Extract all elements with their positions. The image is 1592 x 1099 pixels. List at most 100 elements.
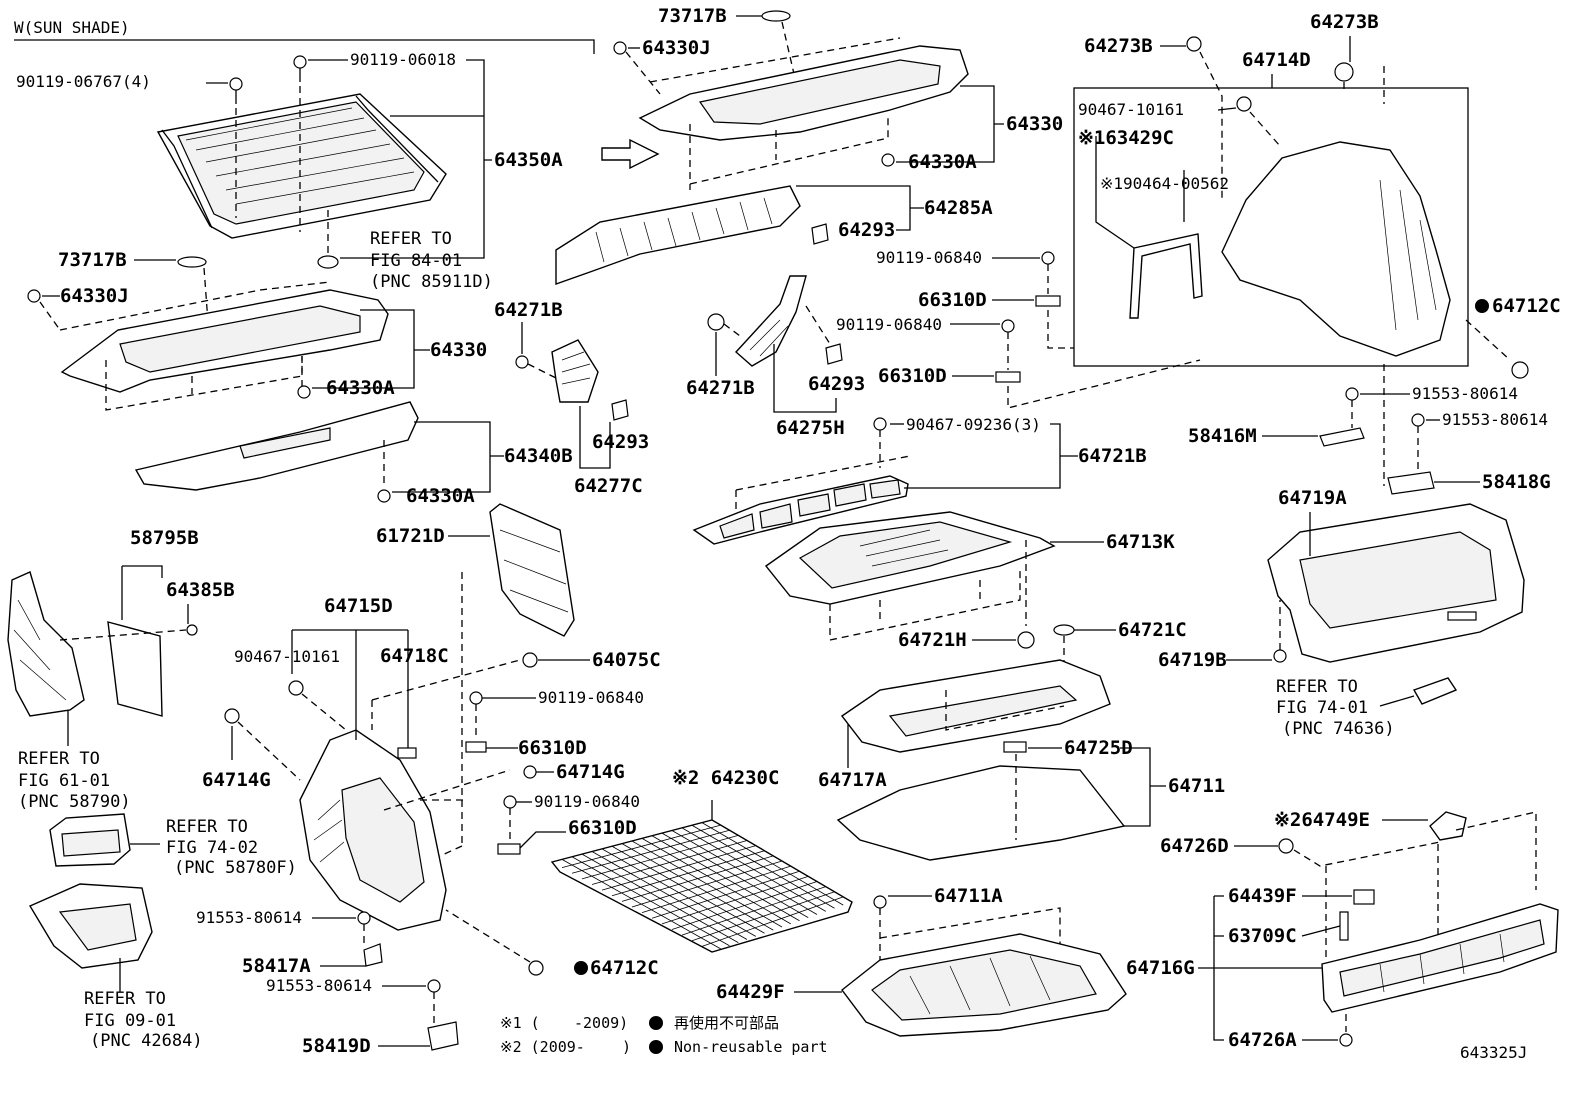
part-number[interactable]: 64330A (908, 151, 977, 173)
part-number[interactable]: 64725D (1064, 737, 1133, 759)
part-number[interactable]: 90119-06840 (538, 688, 644, 707)
part-number[interactable]: 90119-06840 (836, 315, 942, 334)
part-number[interactable]: 64716G (1126, 957, 1195, 979)
part-number[interactable]: 73717B (58, 249, 127, 271)
clip-icon[interactable] (186, 624, 198, 636)
part-number[interactable]: 64340B (504, 445, 573, 467)
part-number[interactable]: 90119-06840 (876, 248, 982, 267)
bolt-icon[interactable] (469, 691, 483, 705)
part-number[interactable]: 64271B (494, 299, 563, 321)
reference-note[interactable]: FIG 61-01 (18, 771, 110, 791)
reference-note[interactable]: (PNC 85911D) (370, 272, 493, 292)
part-number[interactable]: 64330A (326, 377, 395, 399)
bracket-icon[interactable] (363, 943, 383, 967)
part-number[interactable]: 64273B (1084, 35, 1153, 57)
bolt-icon[interactable] (523, 765, 537, 779)
part-number[interactable]: 64717A (818, 769, 887, 791)
part-number[interactable]: 64075C (592, 649, 661, 671)
bolt-icon[interactable] (1411, 413, 1425, 427)
part-number[interactable]: 64726D (1160, 835, 1229, 857)
part-number[interactable]: 58416M (1188, 425, 1257, 447)
reference-note[interactable]: FIG 84-01 (370, 251, 462, 271)
part-number[interactable]: 64712C (1492, 295, 1561, 317)
bolt-icon[interactable] (1345, 387, 1359, 401)
part-number[interactable]: 64714G (202, 769, 271, 791)
part-number[interactable]: 64273B (1310, 11, 1379, 33)
part-number[interactable]: 90467-09236(3) (906, 415, 1041, 434)
part-number[interactable]: 58417A (242, 955, 311, 977)
cap-icon[interactable] (177, 256, 207, 268)
part-number[interactable]: 91553-80614 (1442, 410, 1548, 429)
part-number[interactable]: 64330J (642, 37, 711, 59)
part-number[interactable]: 64712C (590, 957, 659, 979)
reference-note[interactable]: (PNC 58780F) (174, 858, 297, 878)
bolt-icon[interactable] (1186, 36, 1202, 52)
part-number[interactable]: 64721B (1078, 445, 1147, 467)
part-number[interactable]: 90467-10161 (1078, 100, 1184, 119)
bolt-icon[interactable] (515, 355, 529, 369)
part-number[interactable]: 90119-06767(4) (16, 72, 151, 91)
part-number[interactable]: 64714D (1242, 49, 1311, 71)
part-number[interactable]: 90119-06840 (534, 792, 640, 811)
part-number[interactable]: 58418G (1482, 471, 1551, 493)
bracket-icon[interactable] (1387, 471, 1435, 495)
bolt-icon[interactable] (1017, 631, 1035, 649)
part-number[interactable]: 64293 (592, 431, 649, 453)
part-number[interactable]: 64439F (1228, 885, 1297, 907)
grip-icon[interactable] (1447, 611, 1477, 621)
part-number[interactable]: 64293 (808, 373, 865, 395)
bolt-icon[interactable] (357, 911, 371, 925)
bolt-icon[interactable] (503, 795, 517, 809)
clip-icon[interactable] (811, 223, 829, 245)
part-number[interactable]: 64719A (1278, 487, 1347, 509)
bracket-icon[interactable] (1319, 427, 1365, 447)
bolt-icon[interactable] (427, 979, 441, 993)
part-number[interactable]: 66310D (568, 817, 637, 839)
reference-note[interactable]: REFER TO (1276, 677, 1358, 697)
part-number[interactable]: 64330 (430, 339, 487, 361)
clip-icon[interactable] (1003, 741, 1027, 753)
reference-note[interactable]: (PNC 58790) (18, 792, 131, 812)
part-number[interactable]: 64714G (556, 761, 625, 783)
reference-note[interactable]: REFER TO (166, 817, 248, 837)
part-number[interactable]: 63709C (1228, 925, 1297, 947)
cap-icon[interactable] (761, 10, 791, 22)
bracket-icon[interactable] (427, 1021, 459, 1051)
bolt-icon[interactable] (377, 489, 391, 503)
part-number[interactable]: 64721C (1118, 619, 1187, 641)
part-number[interactable]: 58795B (130, 527, 199, 549)
part-number[interactable]: 64350A (494, 149, 563, 171)
part-number[interactable]: 64711 (1168, 775, 1225, 797)
reference-note[interactable]: (PNC 42684) (90, 1031, 203, 1051)
reference-note[interactable]: FIG 74-01 (1276, 698, 1368, 718)
reference-note[interactable]: REFER TO (370, 229, 452, 249)
pin-icon[interactable] (1339, 911, 1349, 941)
part-number[interactable]: 91553-80614 (1412, 384, 1518, 403)
part-number[interactable]: 64715D (324, 595, 393, 617)
reference-note[interactable]: (PNC 74636) (1282, 719, 1395, 739)
part-number[interactable]: 64277C (574, 475, 643, 497)
part-number[interactable]: 90467-10161 (234, 647, 340, 666)
part-number[interactable]: 91553-80614 (196, 908, 302, 927)
part-number[interactable]: 64719B (1158, 649, 1227, 671)
part-number[interactable]: 91553-80614 (266, 976, 372, 995)
bolt-icon[interactable] (288, 680, 304, 696)
reference-note[interactable]: FIG 09-01 (84, 1011, 176, 1031)
bolt-icon[interactable] (881, 153, 895, 167)
part-number[interactable]: 64330 (1006, 113, 1063, 135)
bolt-icon[interactable] (1511, 361, 1529, 379)
part-number[interactable]: 64330A (406, 485, 475, 507)
bolt-icon[interactable] (707, 313, 725, 331)
bolt-icon[interactable] (613, 41, 627, 55)
bolt-icon[interactable] (297, 385, 311, 399)
clip-icon[interactable] (317, 255, 339, 269)
part-number[interactable]: 64330J (60, 285, 129, 307)
part-number[interactable]: ※264749E (1274, 809, 1370, 831)
part-number[interactable]: 61721D (376, 525, 445, 547)
part-number[interactable]: 64385B (166, 579, 235, 601)
part-number[interactable]: 90119-06018 (350, 50, 456, 69)
clip-icon[interactable] (1353, 889, 1375, 905)
part-number[interactable]: 66310D (918, 289, 987, 311)
part-number[interactable]: 64275H (776, 417, 845, 439)
bolt-icon[interactable] (293, 55, 307, 69)
